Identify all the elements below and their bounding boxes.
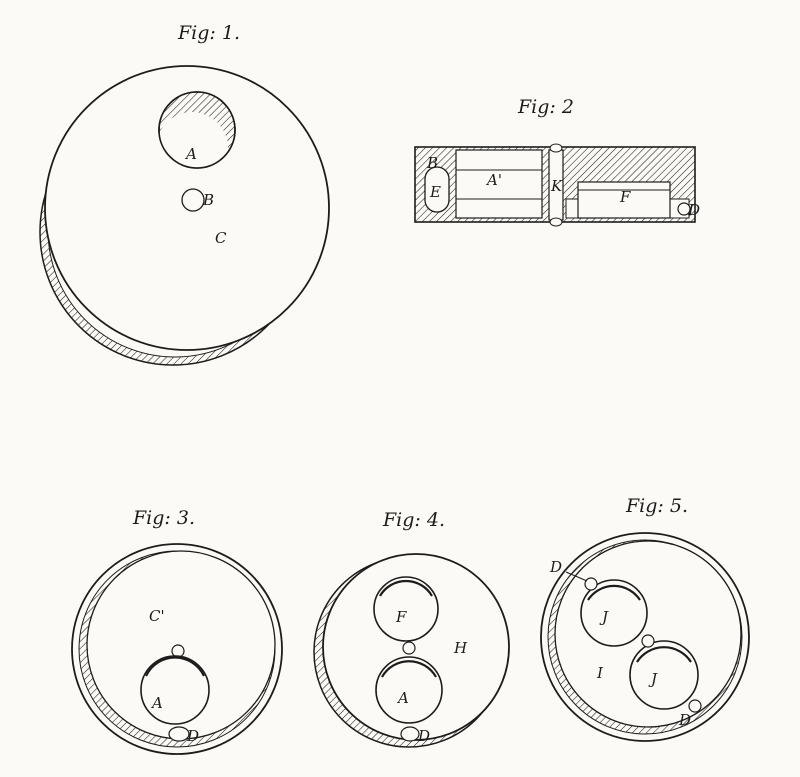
fig2-label-e: E (429, 183, 441, 201)
fig2-label-f: F (619, 188, 631, 206)
fig3-label-a: A (150, 694, 163, 712)
fig4-chamber-f (373, 576, 439, 642)
fig5-label-j-upper: J (599, 608, 609, 626)
fig2-label-b: B (426, 154, 438, 172)
figure-5-title: Fig: 5. (625, 495, 688, 517)
fig1-center-pin-b (181, 188, 205, 212)
fig2-ball-d (677, 202, 691, 216)
fig2-label-k: K (550, 177, 563, 195)
fig4-label-f: F (395, 608, 407, 626)
figure-2-title: Fig: 2 (517, 96, 574, 118)
fig5-label-i: I (596, 664, 604, 682)
fig3-label-d: D (186, 727, 199, 745)
fig2-chamber-f (577, 181, 671, 219)
fig4-disc-h (322, 553, 510, 741)
fig4-chamber-a (375, 656, 443, 724)
figure-1: Fig: 1. A B C (39, 22, 330, 366)
fig5-ball-d-lower (688, 699, 702, 713)
fig5-ball-d-upper (584, 577, 598, 591)
fig5-leader-d (565, 571, 588, 582)
figure-1-title: Fig: 1. (177, 22, 240, 44)
fig3-center-pin (171, 644, 185, 658)
figure-5: Fig: 5. D J I J D (540, 495, 750, 742)
figure-4-title: Fig: 4. (382, 509, 445, 531)
fig5-center-pin (641, 634, 655, 648)
figure-3: Fig: 3. C' A D (71, 507, 283, 755)
fig4-label-h: H (453, 639, 468, 657)
fig4-label-d: D (417, 727, 430, 745)
fig5-label-d-lower: D (678, 711, 691, 729)
fig2-label-d: D (687, 201, 700, 219)
fig2-chamber-a-prime (455, 149, 543, 219)
fig3-label-c-prime: C' (149, 607, 165, 625)
fig2-chamber-e (424, 166, 450, 213)
fig3-ball-d (168, 726, 190, 742)
fig5-chamber-j-lower (629, 640, 699, 710)
figure-3-title: Fig: 3. (132, 507, 195, 529)
fig4-label-a: A (396, 689, 409, 707)
fig5-label-d-upper: D (549, 558, 562, 576)
fig5-label-j-lower: J (648, 670, 658, 688)
figure-2: Fig: 2 B E A' K F D (414, 96, 700, 227)
fig1-label-b: B (202, 191, 214, 209)
fig1-label-a: A (184, 145, 197, 163)
fig2-label-a-prime: A' (485, 171, 502, 189)
fig1-label-c: C (215, 229, 227, 247)
fig4-ball-d (400, 726, 420, 742)
figure-4: Fig: 4. F H A D (313, 509, 510, 748)
fig5-chamber-j-upper (580, 579, 648, 647)
fig3-chamber-a (140, 655, 210, 725)
fig4-center-pin (402, 641, 416, 655)
